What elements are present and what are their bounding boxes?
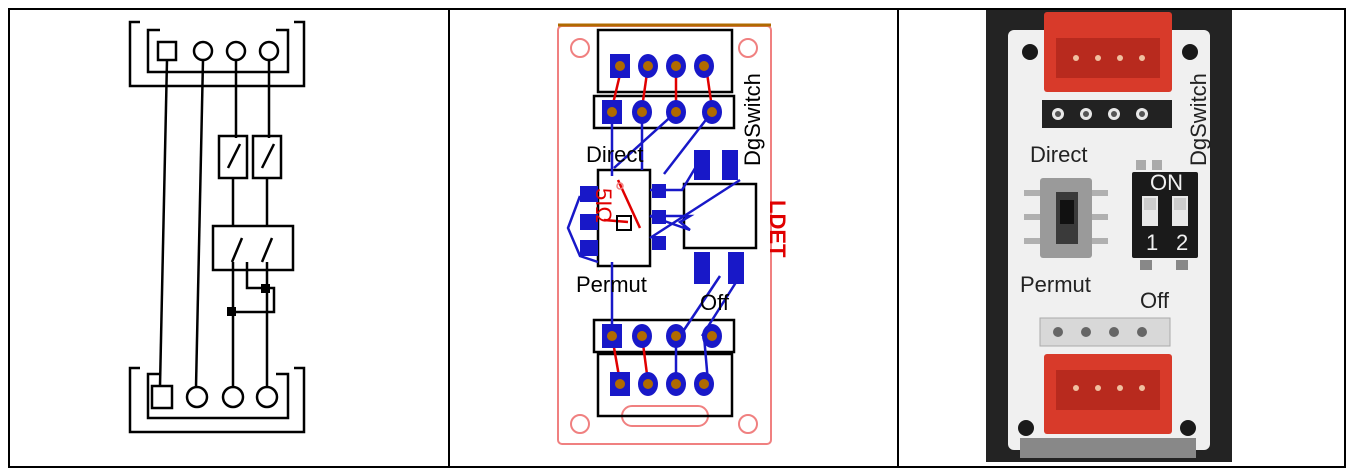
- photo-label-dgswitch: DgSwitch: [1186, 73, 1211, 166]
- slide-switch: [211, 224, 295, 272]
- wire-2: [194, 59, 205, 388]
- pcb-bottom-connector: [596, 352, 734, 418]
- junction-2: [261, 284, 270, 293]
- bottom-pin-1: [150, 384, 174, 410]
- wire-1: [158, 59, 169, 387]
- photo-label-2: 2: [1176, 230, 1188, 255]
- photo-label-on: ON: [1150, 170, 1183, 195]
- mounting-hole-1: [570, 38, 590, 58]
- photo-label-direct: Direct: [1030, 142, 1087, 167]
- photo-label-permut: Permut: [1020, 272, 1091, 297]
- photo-dip-switch: [1132, 172, 1198, 258]
- bottom-connector-outline: [128, 366, 306, 434]
- pcb-label-direct: Direct: [586, 142, 643, 167]
- junction-1: [227, 307, 236, 316]
- top-connector-outline: [128, 20, 306, 88]
- photo-label-1: 1: [1146, 230, 1158, 255]
- cell-photo: [897, 8, 1346, 468]
- pcb-label-5id: 5IΩ: [591, 188, 616, 223]
- pcb-pads: [580, 54, 744, 396]
- photo-label-off: Off: [1140, 288, 1170, 313]
- pcb-label-dgswitch: DgSwitch: [740, 73, 765, 166]
- pcb-top-connector: [596, 28, 734, 94]
- pcb-label-ldet: LDET: [765, 200, 790, 258]
- pcb-label-permut: Permut: [576, 272, 647, 297]
- pcb-label-off: Off: [700, 290, 730, 315]
